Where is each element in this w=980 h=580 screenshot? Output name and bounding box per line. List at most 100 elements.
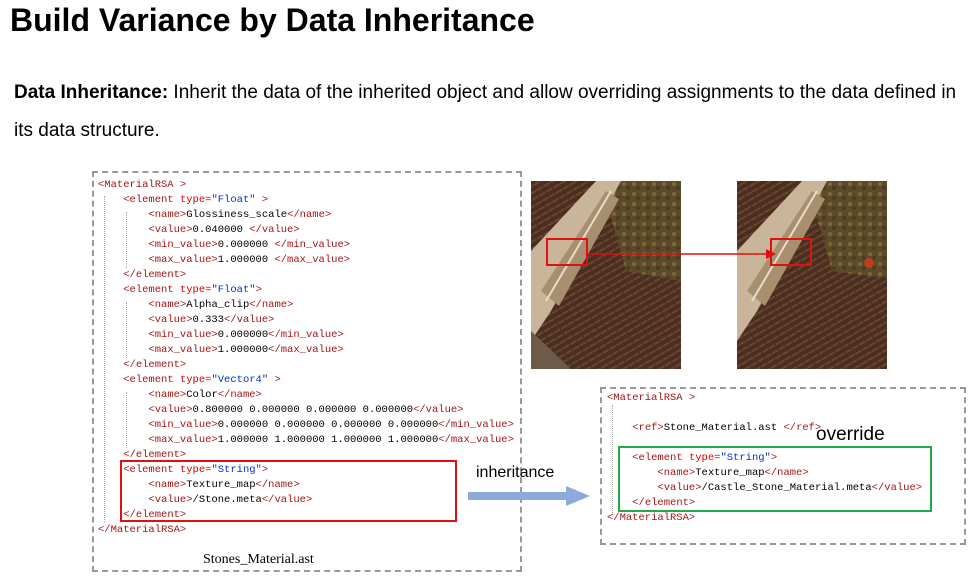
code-line: </element>	[98, 268, 514, 283]
code-token: </name>	[217, 389, 262, 401]
code-line: <value>/Castle_Stone_Material.meta</valu…	[607, 481, 922, 496]
code-line: <value>/Stone.meta</value>	[98, 493, 514, 508]
indent-guide	[126, 212, 127, 268]
code-line: <max_value>1.000000</max_value>	[98, 343, 514, 358]
code-token: Glossiness_scale	[186, 209, 288, 221]
derived-texture-image	[737, 181, 887, 369]
code-token: 0.333	[192, 314, 225, 326]
code-token: </name>	[249, 299, 294, 311]
code-token: Color	[186, 389, 218, 401]
code-token: <min_value>	[148, 239, 218, 251]
inheritance-arrow	[468, 486, 590, 506]
code-token: <name>	[148, 209, 187, 221]
code-token: type=	[179, 374, 212, 386]
code-token: 0.000000	[217, 239, 275, 251]
code-token: <name>	[657, 467, 696, 479]
code-token: <element	[123, 284, 180, 296]
texture-link-arrow	[586, 249, 776, 259]
base-texture-image	[531, 181, 681, 369]
code-token: </min_value>	[438, 419, 514, 431]
code-token: 0.800000 0.000000 0.000000 0.000000	[192, 404, 414, 416]
code-token: type=	[179, 464, 212, 476]
code-line: <name>Color</name>	[98, 388, 514, 403]
code-token: </element>	[123, 359, 187, 371]
code-token: <value>	[148, 224, 193, 236]
base-material-panel	[92, 171, 522, 572]
code-token: </element>	[123, 509, 187, 521]
code-token: <value>	[148, 314, 193, 326]
code-token: Alpha_clip	[186, 299, 250, 311]
code-token: </max_value>	[268, 344, 344, 356]
code-token: </ref>	[783, 422, 822, 434]
indent-guide	[126, 302, 127, 358]
code-token: type=	[179, 194, 212, 206]
code-token: </value>	[224, 314, 275, 326]
code-line: <MaterialRSA >	[98, 178, 514, 193]
indent-guide	[612, 405, 613, 515]
code-token: </element>	[123, 449, 187, 461]
code-line: <min_value>0.000000 0.000000 0.000000 0.…	[98, 418, 514, 433]
derived-material-panel	[600, 387, 966, 545]
code-line: </element>	[98, 508, 514, 523]
code-line: </element>	[607, 496, 922, 511]
code-token: <value>	[148, 494, 193, 506]
description-text: Inherit the data of the inherited object…	[14, 82, 957, 141]
derived-material-code: <MaterialRSA > <ref>Stone_Material.ast <…	[607, 391, 922, 526]
code-token: <min_value>	[148, 419, 218, 431]
code-token: </value>	[413, 404, 464, 416]
code-token: 0.000000	[217, 329, 269, 341]
code-token: <MaterialRSA >	[98, 179, 187, 191]
code-line: </MaterialRSA>	[607, 511, 922, 526]
code-token: <MaterialRSA >	[607, 392, 696, 404]
description-term: Data Inheritance:	[14, 82, 169, 103]
base-material-code: <MaterialRSA > <element type="Float" > <…	[98, 178, 514, 538]
code-line: <value>0.800000 0.000000 0.000000 0.0000…	[98, 403, 514, 418]
code-token: <element	[123, 194, 180, 206]
code-line: <max_value>1.000000 </max_value>	[98, 253, 514, 268]
code-line: </MaterialRSA>	[98, 523, 514, 538]
code-token: 1.000000 1.000000 1.000000 1.000000	[217, 434, 439, 446]
code-token: </max_value>	[438, 434, 514, 446]
code-token: type=	[179, 284, 212, 296]
code-token: </value>	[871, 482, 923, 494]
indent-guide	[126, 392, 127, 448]
code-line: <name>Texture_map</name>	[607, 466, 922, 481]
code-line: <element type="String">	[98, 463, 514, 478]
code-token: </MaterialRSA>	[607, 512, 696, 524]
code-line: <element type="Float" >	[98, 193, 514, 208]
code-token: 0.040000	[192, 224, 250, 236]
inherited-element-highlight	[120, 460, 457, 522]
code-token: <element	[632, 452, 689, 464]
code-token: </value>	[261, 494, 313, 506]
code-token: "String"	[720, 452, 771, 464]
code-token: <max_value>	[148, 254, 218, 266]
override-element-highlight	[618, 446, 932, 512]
code-token: </MaterialRSA>	[98, 524, 187, 536]
code-token: 0.000000 0.000000 0.000000 0.000000	[217, 419, 439, 431]
code-line: </element>	[98, 358, 514, 373]
indent-guide	[104, 196, 105, 522]
code-token: <name>	[148, 299, 187, 311]
code-line: <element type="String">	[607, 451, 922, 466]
code-token: >	[268, 374, 281, 386]
code-token: </min_value>	[268, 329, 344, 341]
code-line: <MaterialRSA >	[607, 391, 922, 406]
code-token: "Float"	[211, 284, 256, 296]
code-line: <ref>Stone_Material.ast </ref>	[607, 421, 922, 436]
code-line: <name>Glossiness_scale</name>	[98, 208, 514, 223]
override-label: override	[816, 424, 885, 445]
code-token: >	[261, 464, 269, 476]
code-line: <value>0.040000 </value>	[98, 223, 514, 238]
code-token: <ref>	[632, 422, 664, 434]
code-token: <value>	[657, 482, 702, 494]
code-token: </element>	[632, 497, 696, 509]
base-material-filename: Stones_Material.ast	[203, 552, 314, 567]
slide-title: Build Variance by Data Inheritance	[10, 2, 535, 38]
code-token: </name>	[764, 467, 809, 479]
code-token: Texture_map	[695, 467, 765, 479]
code-token: </name>	[287, 209, 332, 221]
code-token: <name>	[148, 479, 187, 491]
code-token: type=	[688, 452, 721, 464]
code-token: </name>	[255, 479, 300, 491]
slide-description: Data Inheritance: Inherit the data of th…	[14, 74, 979, 150]
